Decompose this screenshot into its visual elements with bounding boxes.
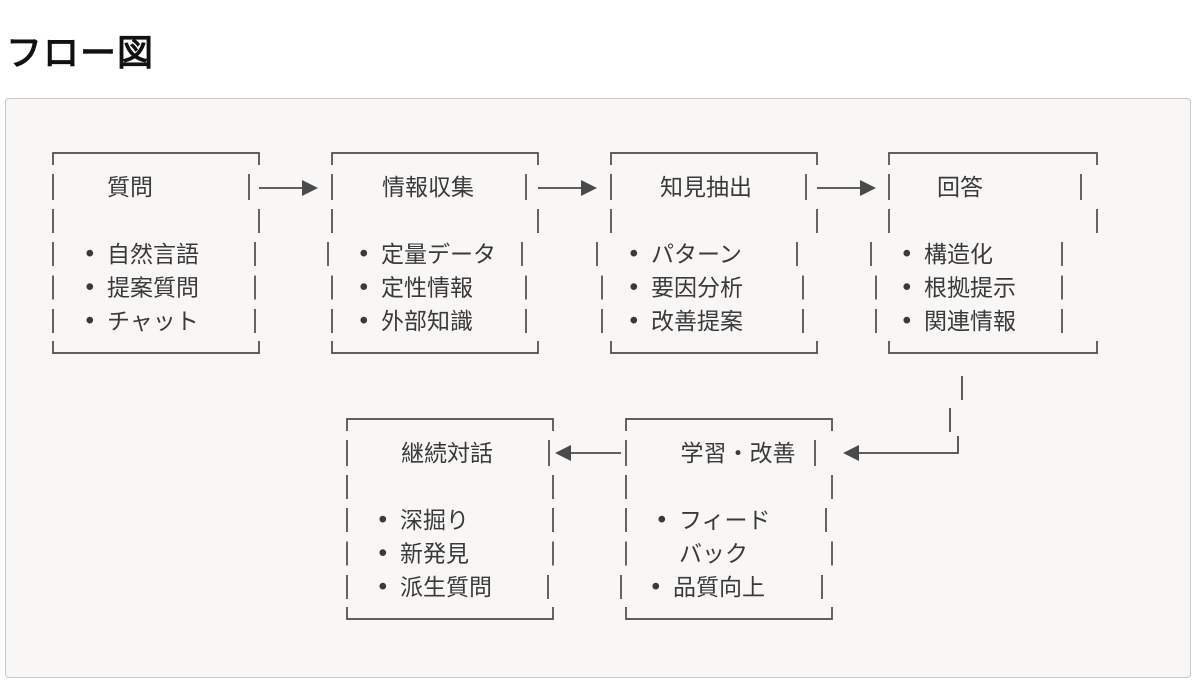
flow-connector [858,436,959,454]
node-title: 回答 [937,175,983,201]
diagram-panel [5,98,1191,678]
flow-arrow-head [302,180,318,196]
node-border-bottom [625,607,833,620]
node-item: 自然言語 [107,242,199,268]
node-item: フィード [679,508,771,534]
bullet-marker: • [655,508,669,534]
node-item: チャット [107,309,199,335]
node-item: 深掘り [400,508,469,534]
bullet-marker: • [376,508,390,534]
bullet-marker: • [83,309,97,335]
bullet-marker: • [627,276,641,302]
node-border-bottom [346,607,554,620]
node-border-bottom [610,341,818,354]
bullet-marker: • [627,309,641,335]
node-item: 提案質問 [107,276,199,302]
bullet-marker: • [900,242,914,268]
bullet-marker: • [376,542,390,568]
bullet-marker: • [649,575,663,601]
flow-arrow-head [581,180,597,196]
node-item: 関連情報 [924,309,1016,335]
node-item: 外部知識 [381,309,473,335]
bullet-marker: • [83,242,97,268]
node-border-top [331,152,539,165]
bullet-marker: • [357,309,371,335]
node-border-top [610,152,818,165]
bullet-marker: • [376,575,390,601]
node-item: 新発見 [400,542,469,568]
node-item: 品質向上 [673,575,765,601]
node-title: 質問 [107,175,153,201]
flow-arrow-head [843,445,859,461]
node-item: 要因分析 [651,276,743,302]
node-border-top [625,418,833,431]
node-border-bottom [331,341,539,354]
flow-arrow-head [555,445,571,461]
flow-arrow-head [860,180,876,196]
node-border-bottom [888,341,1098,354]
node-border-top [346,418,554,431]
node-item: バック [679,542,748,568]
node-item: 根拠提示 [924,276,1016,302]
node-item: 定量データ [381,242,496,268]
bullet-marker: • [627,242,641,268]
bullet-marker: • [357,242,371,268]
node-item: 派生質問 [400,575,492,601]
page-title: フロー図 [6,33,155,74]
node-item: 改善提案 [651,309,743,335]
bullet-marker: • [900,309,914,335]
node-title: 情報収集 [382,175,474,201]
bullet-marker: • [900,276,914,302]
node-border-top [888,152,1098,165]
node-title: 継続対話 [401,441,493,467]
node-item: 定性情報 [381,276,473,302]
bullet-marker: • [357,276,371,302]
node-border-bottom [52,341,260,354]
node-border-top [52,152,260,165]
node-item: パターン [651,242,742,268]
node-title: 学習・改善 [681,441,796,467]
node-item: 構造化 [924,242,993,268]
bullet-marker: • [83,276,97,302]
node-title: 知見抽出 [660,175,752,201]
